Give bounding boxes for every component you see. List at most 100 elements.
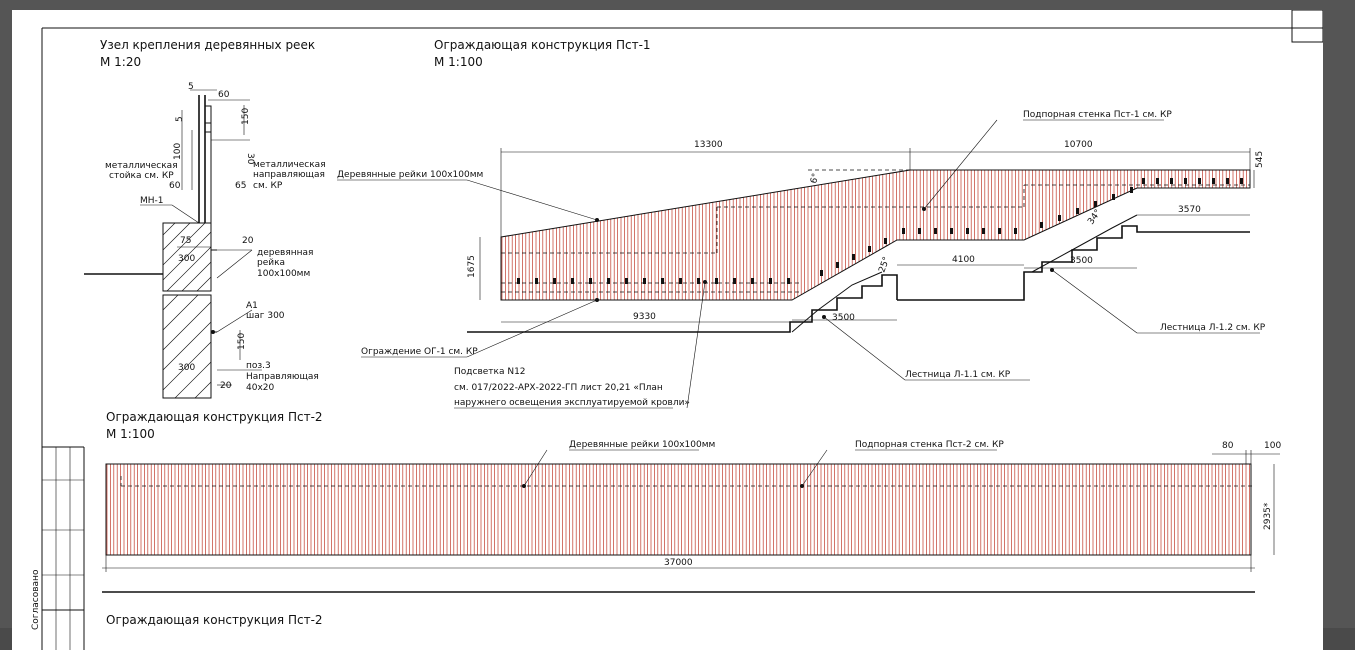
fence-post [571, 278, 574, 284]
fence-post [589, 278, 592, 284]
pst1-dim-545: 545 [1255, 151, 1265, 168]
stamp-side-label: Согласовано [31, 569, 41, 630]
pst1-posts [517, 178, 1243, 284]
node-title: Узел крепления деревянных реек [100, 38, 315, 52]
fence-post [661, 278, 664, 284]
fence-post [697, 278, 700, 284]
node-wood-label-2: рейка [257, 258, 285, 268]
pst2-wood-slats [106, 464, 1250, 555]
fence-post [1112, 194, 1115, 200]
node-dim-5: 5 [188, 82, 194, 92]
node-detail: Узел крепления деревянных реек М 1:20 [84, 38, 326, 399]
sheet-frame: Согласовано [31, 10, 1323, 650]
node-guide-bot-2: 40х20 [246, 383, 275, 393]
pst1-title: Ограждающая конструкция Пст-1 [434, 38, 651, 52]
node-dim-65: 65 [235, 181, 246, 191]
fence-post [820, 270, 823, 276]
node-wood-label-3: 100х100мм [257, 269, 310, 279]
node-pos-label: поз.3 [246, 361, 271, 371]
pst1-dim-3500b: 3500 [832, 313, 855, 323]
node-dim-300: 300 [178, 254, 195, 264]
fence-post [787, 278, 790, 284]
pst2b-title: Ограждающая конструкция Пст-2 [106, 613, 323, 627]
node-dim-30: 30 [245, 153, 255, 165]
fence-post [852, 254, 855, 260]
pst2-title: Ограждающая конструкция Пст-2 [106, 410, 323, 424]
fence-post [643, 278, 646, 284]
pst2-dim-2935: 2935* [1263, 502, 1273, 530]
node-dim-20b: 20 [220, 381, 232, 391]
pst1-dim-3500a: 3500 [1070, 256, 1093, 266]
node-dim-20: 20 [242, 236, 254, 246]
fence-post [1226, 178, 1229, 184]
fence-post [1170, 178, 1173, 184]
node-step-label: шаг 300 [246, 311, 285, 321]
pst2-dim-100: 100 [1264, 441, 1281, 451]
pst1-dim-4100: 4100 [952, 255, 975, 265]
fence-post [733, 278, 736, 284]
pst1-callout-light-3: наружнего освещения эксплуатируемой кров… [454, 398, 690, 408]
node-dim-300b: 300 [178, 363, 195, 373]
fence-post [1076, 208, 1079, 214]
node-hatch-bottom [162, 294, 212, 399]
pst1-angle-34: 34° [1086, 208, 1103, 227]
pst2-callout-wood: Деревянные рейки 100х100мм [569, 440, 715, 450]
node-dim-100: 100 [173, 143, 183, 160]
node-dim-60: 60 [218, 90, 230, 100]
fence-post [607, 278, 610, 284]
pst1-dim-9330: 9330 [633, 312, 656, 322]
pst2-callout-wall: Подпорная стенка Пст-2 см. КР [855, 440, 1004, 450]
fence-post [535, 278, 538, 284]
pst2-dim-80: 80 [1222, 441, 1234, 451]
viewer-scrollbar[interactable] [1323, 0, 1355, 628]
node-a1-label: А1 [246, 301, 258, 311]
fence-post [1212, 178, 1215, 184]
pst1-angle-6: 6° [809, 172, 821, 184]
pst1-dim-1675: 1675 [467, 255, 477, 278]
fence-post [868, 246, 871, 252]
node-mn-label: МН-1 [140, 196, 164, 206]
fence-post [918, 228, 921, 234]
fence-post [966, 228, 969, 234]
node-post-label-2: стойка см. КР [109, 171, 174, 181]
pst1-angle-25: 25° [877, 256, 892, 274]
node-dim-75: 75 [180, 236, 191, 246]
fence-post [1240, 178, 1243, 184]
node-dim-5b: 5 [175, 116, 185, 122]
fence-post [1184, 178, 1187, 184]
fence-post [769, 278, 772, 284]
pst1-callout-wall: Подпорная стенка Пст-1 см. КР [1023, 110, 1172, 120]
pst2-dim-37000: 37000 [664, 558, 693, 568]
node-dim-150b: 150 [237, 333, 247, 350]
pst2-scale: М 1:100 [106, 427, 155, 441]
fence-post [1198, 178, 1201, 184]
node-dim-150: 150 [241, 108, 251, 125]
drawing-canvas: Согласовано Узел крепления деревянных ре… [31, 10, 1323, 650]
fence-post [751, 278, 754, 284]
node-guide-label-1: металлическая [253, 160, 326, 170]
fence-post [1014, 228, 1017, 234]
pst1-callout-light-1: Подсветка N12 [454, 367, 526, 377]
fence-post [1058, 215, 1061, 221]
fence-post [1094, 201, 1097, 207]
pst1-callout-stair-2: Лестница Л-1.2 см. КР [1160, 323, 1266, 333]
pst1-elevation: Ограждающая конструкция Пст-1 М 1:100 [337, 38, 1266, 409]
drawing-sheet: Согласовано Узел крепления деревянных ре… [12, 10, 1323, 650]
pst1-dim-10700: 10700 [1064, 140, 1093, 150]
fence-post [1040, 222, 1043, 228]
fence-post [950, 228, 953, 234]
pst1-dim-13300: 13300 [694, 140, 723, 150]
fence-post [715, 278, 718, 284]
fence-post [998, 228, 1001, 234]
fence-post [1130, 187, 1133, 193]
fence-post [625, 278, 628, 284]
fence-post [884, 238, 887, 244]
node-post-label-1: металлическая [105, 161, 178, 171]
pst2-elevation: Ограждающая конструкция Пст-2 М 1:100 37… [102, 410, 1281, 593]
node-guide-label-2: направляющая [253, 170, 325, 180]
fence-post [836, 262, 839, 268]
fence-post [553, 278, 556, 284]
fence-post [1156, 178, 1159, 184]
pst1-callout-light-2: см. 017/2022-АРХ-2022-ГП лист 20,21 «Пла… [454, 383, 663, 393]
